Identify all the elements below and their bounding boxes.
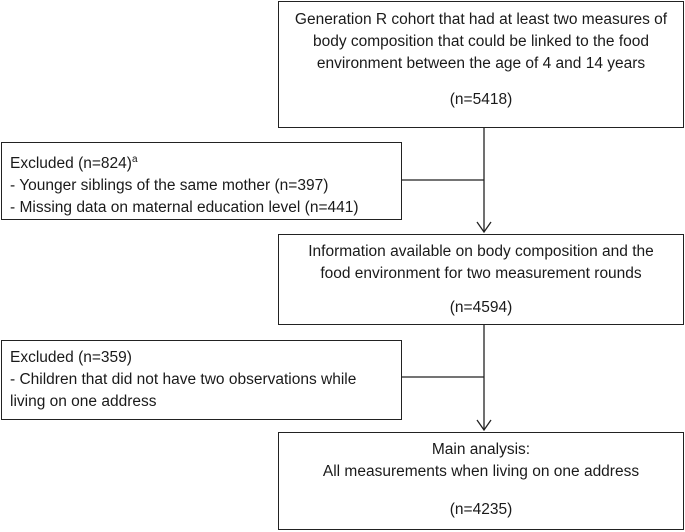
exclusion-1-item: - Younger siblings of the same mother (n…: [10, 177, 329, 195]
info-available-text: Information available on body compositio…: [308, 243, 654, 282]
info-available-box: Information available on body compositio…: [278, 234, 684, 325]
exclusion-box-1: Excluded (n=824)a - Younger siblings of …: [1, 142, 402, 220]
cohort-box: Generation R cohort that had at least tw…: [278, 1, 684, 128]
exclusion-2-item: - Children that did not have two observa…: [10, 371, 357, 410]
main-analysis-title: Main analysis:: [431, 441, 531, 458]
footnote-marker: a: [131, 154, 138, 165]
exclusion-1-item: - Missing data on maternal education lev…: [10, 199, 359, 217]
cohort-count: (n=5418): [449, 91, 513, 108]
arrowhead-2: [476, 419, 492, 432]
info-available-count: (n=4594): [449, 299, 513, 316]
main-analysis-box: Main analysis: All measurements when liv…: [278, 432, 684, 530]
exclusion-2-title: Excluded (n=359): [10, 349, 132, 366]
cohort-text: Generation R cohort that had at least tw…: [294, 11, 668, 72]
main-analysis-count: (n=4235): [449, 501, 513, 518]
arrowhead-1: [476, 221, 492, 234]
exclusion-box-2: Excluded (n=359) - Children that did not…: [1, 340, 402, 420]
main-analysis-subtitle: All measurements when living on one addr…: [322, 463, 640, 480]
exclusion-1-title: Excluded (n=824)a: [10, 154, 138, 173]
